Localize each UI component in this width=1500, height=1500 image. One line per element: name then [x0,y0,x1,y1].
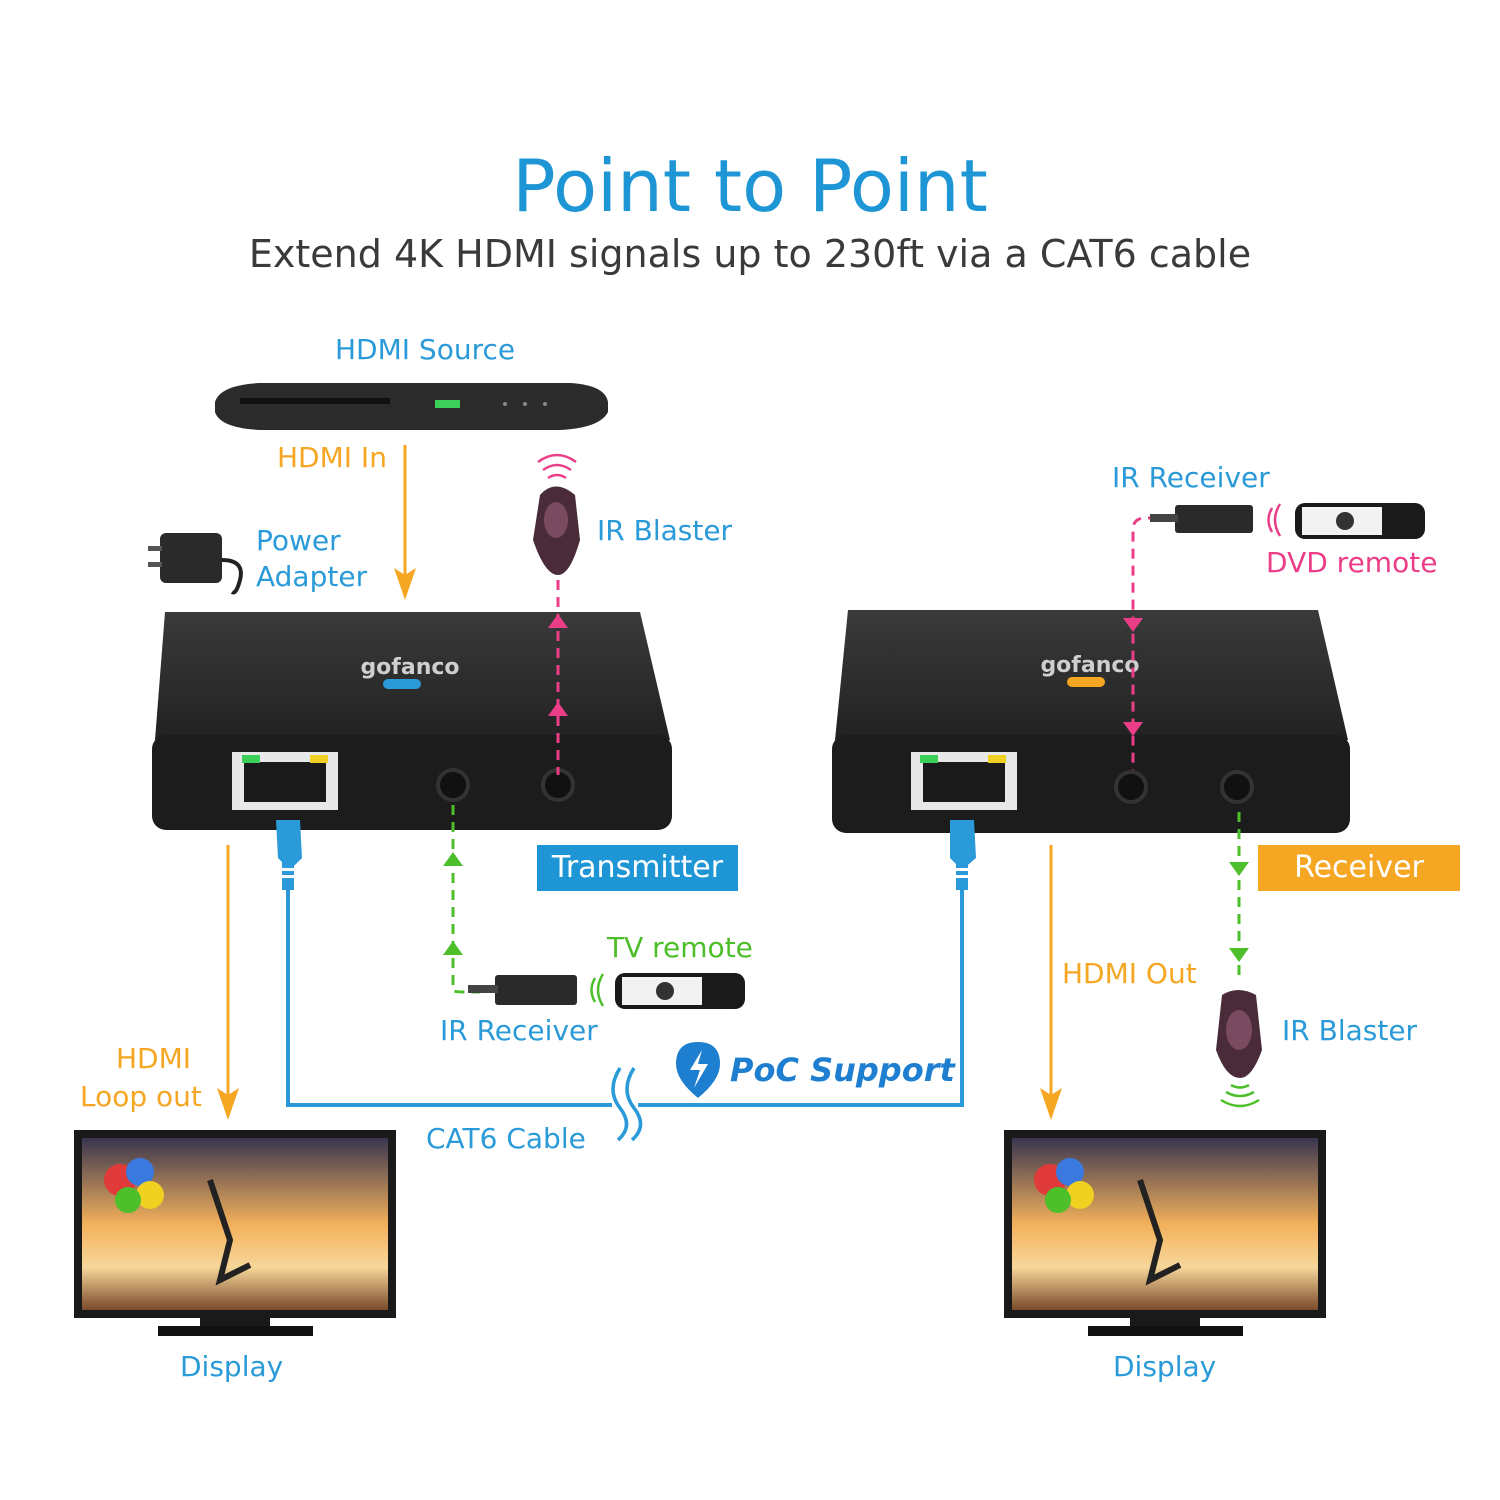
hdmi-source-box-icon [215,383,608,430]
tv-remote-label: TV remote [607,931,753,964]
power-adapter-icon [148,533,243,595]
dvd-remote-label: DVD remote [1266,546,1438,579]
ir-receiver-rx-label: IR Receiver [1112,461,1270,494]
ir-receiver-icon [468,973,605,1007]
poc-support-label: PoC Support [730,1051,955,1089]
cat6-cable-line [286,880,964,1142]
rj45-plug-icon [950,820,976,890]
poc-bolt-icon [676,1042,720,1098]
hdmi-out-arrow [1040,845,1062,1120]
remote-control-icon [1295,503,1425,539]
rx-ir-blaster-line [1229,812,1249,980]
hdmi-loop-out-arrow [217,845,239,1120]
tx-ir-blaster-line [548,580,568,775]
ir-receiver-tx-label: IR Receiver [440,1014,598,1047]
svg-text:gofanco: gofanco [1040,653,1139,678]
page-subtitle: Extend 4K HDMI signals up to 230ft via a… [248,232,1252,276]
tx-ir-receiver-line [443,805,480,994]
receiver-badge: Receiver [1258,845,1460,891]
rx-ir-receiver-line [1123,516,1175,770]
hdmi-in-arrow [394,445,416,600]
rj45-plug-icon [276,820,302,890]
transmitter-device: gofanco [152,612,672,830]
power-adapter-label-line2: Adapter [256,560,368,593]
ir-receiver-icon [1150,503,1282,537]
hdmi-in-label: HDMI In [277,441,387,474]
cat6-cable-label: CAT6 Cable [426,1122,586,1155]
ir-blaster-rx-label: IR Blaster [1282,1014,1418,1047]
remote-control-icon [615,973,745,1009]
hdmi-out-label: HDMI Out [1062,957,1197,990]
page-title: Point to Point [512,144,988,228]
display-icon [74,1130,396,1336]
ir-blaster-icon [1216,990,1262,1108]
svg-text:gofanco: gofanco [360,655,459,680]
receiver-device: gofanco [832,610,1350,833]
hdmi-loop-out-label-line2: Loop out [80,1080,202,1113]
ir-blaster-tx-label: IR Blaster [597,514,733,547]
hdmi-loop-out-label-line1: HDMI [116,1042,192,1075]
ir-blaster-icon [533,453,580,575]
hdmi-source-label: HDMI Source [335,333,516,366]
transmitter-badge: Transmitter [537,845,738,891]
display-right-label: Display [1113,1350,1217,1383]
display-icon [1004,1130,1326,1336]
display-left-label: Display [180,1350,284,1383]
power-adapter-label-line1: Power [256,524,341,557]
